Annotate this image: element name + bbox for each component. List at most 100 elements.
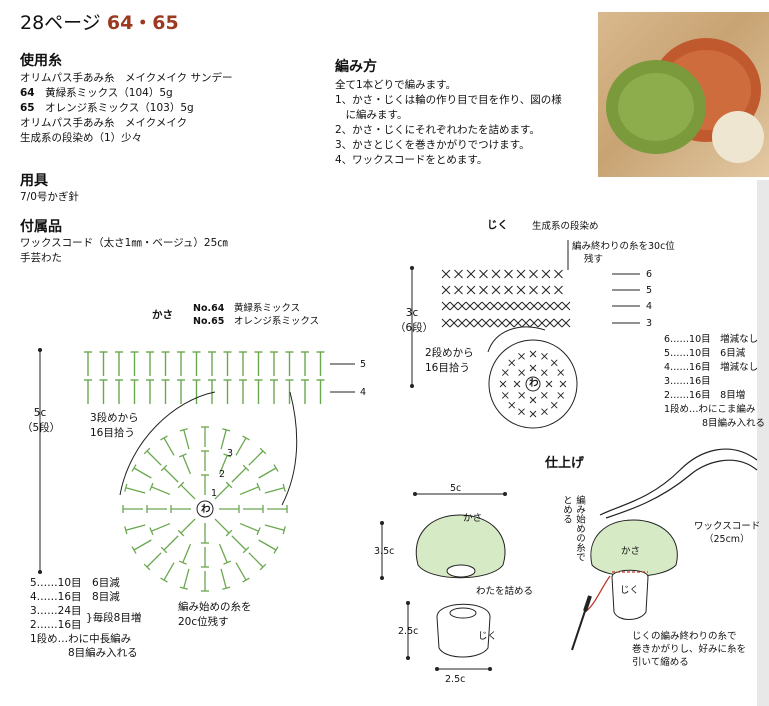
hdc-stitch	[192, 379, 201, 404]
kasa-table-row: 2……16目	[30, 619, 82, 631]
kasa-ring-label: わ	[201, 504, 211, 515]
hdc-stitch	[220, 568, 231, 590]
method-heading: 編み方	[335, 59, 377, 75]
method-line: 全て1本どりで編みます。	[335, 79, 457, 91]
hdc-stitch	[316, 379, 325, 404]
hdc-stitch	[231, 464, 250, 483]
hdc-stitch	[201, 571, 209, 592]
stem	[712, 111, 764, 163]
kasa-row-marker: 3	[227, 448, 234, 459]
finish-width-label: 5c	[450, 483, 462, 494]
method-line: 3、かさとじくを巻きかがりでつけます。	[335, 139, 530, 151]
kasa-row-marker: 4	[360, 387, 367, 398]
sc-stitch	[545, 318, 555, 328]
dim-dot	[488, 667, 492, 671]
dim-dot	[380, 576, 384, 580]
sc-stitch	[554, 269, 563, 279]
materials-line: オリムパス手あみ糸 メイクメイク	[20, 117, 188, 129]
sc-stitch	[465, 301, 475, 311]
side-note-line: 編み始めの糸で	[574, 495, 585, 562]
kasa-start-note: 編み始めの糸を 20c位残す	[178, 600, 252, 630]
jiku-row-table: 6……10目 増減なし 5……10目 6目減 4……16目 増減なし 3……16…	[664, 333, 765, 431]
sc-stitch	[501, 392, 509, 399]
hdc-stitch	[124, 483, 146, 494]
hdc-stitch	[149, 482, 171, 496]
hdc-stitch	[146, 505, 167, 513]
hdc-stitch	[254, 379, 263, 404]
finish-stem-shape	[436, 603, 491, 658]
sc-stitch	[559, 380, 567, 388]
sc-stitch	[489, 318, 499, 328]
sc-stitch	[537, 301, 547, 311]
sc-stitch	[557, 369, 565, 376]
sc-stitch	[454, 285, 463, 295]
side-note-line: とめる	[561, 495, 572, 524]
jiku-end-note: 編み終わりの糸を30c位 残す	[572, 240, 675, 266]
page-edge	[757, 180, 769, 706]
sc-stitch	[513, 301, 523, 311]
hdc-stitch	[201, 426, 209, 447]
hdc-stitch	[143, 447, 162, 466]
kasa-row-marker: 5	[360, 359, 367, 370]
kasa-row-marker: 1	[211, 488, 218, 499]
hdc-stitch	[130, 351, 139, 376]
accessories-list: ワックスコード（太さ1㎜・ベージュ）25㎝ 手芸わた	[20, 236, 228, 266]
tools-heading: 用具	[20, 173, 48, 189]
hdc-stitch	[301, 351, 309, 376]
tools-line: 7/0号かぎ針	[20, 191, 79, 203]
kasa-table-row: 4……16目 8目減	[30, 591, 120, 603]
sc-stitch	[521, 301, 531, 311]
hdc-stitch	[214, 481, 233, 500]
hdc-stitch	[235, 435, 250, 456]
sc-stitch	[505, 318, 515, 328]
sc-stitch	[516, 285, 526, 295]
hdc-stitch	[161, 379, 170, 404]
pickup-line: 3段めから	[90, 412, 139, 424]
hdc-stitch	[170, 505, 191, 513]
kasa-height-label: 5c （5段）	[22, 406, 61, 436]
jiku-height-label: 3c （6段）	[395, 306, 434, 336]
jiku-height: 3c	[405, 307, 419, 319]
finish-jiku-width-label: 2.5c	[445, 674, 466, 685]
hdc-stitch	[146, 379, 154, 404]
sc-stitch	[504, 269, 513, 279]
pickup-line: 16目拾う	[90, 427, 135, 439]
hdc-stitch	[177, 379, 185, 404]
jiku-pickup-note: 2段めから 16目拾う	[425, 346, 474, 376]
sc-stitch	[550, 359, 558, 367]
jiku-height-rows: （6段）	[395, 322, 434, 334]
sc-stitch	[557, 392, 565, 399]
jiku-row-marker: 3	[646, 318, 653, 329]
hdc-stitch	[264, 524, 286, 535]
sc-stitch	[561, 318, 571, 328]
cord-length: （25cm）	[704, 534, 750, 545]
finish-cap-height-label: 3.5c	[374, 546, 395, 557]
sc-stitch	[513, 318, 523, 328]
jiku-table-row: 5……10目 6目減	[664, 348, 746, 359]
sc-stitch	[479, 269, 488, 279]
kasa-color-text: 黄緑系ミックス	[233, 303, 301, 314]
sc-stitch	[449, 318, 459, 328]
finish-jiku-height-label: 2.5c	[398, 626, 419, 637]
hdc-stitch	[179, 568, 190, 590]
materials-line: オリムパス手あみ糸 メイクメイク サンデー	[20, 72, 233, 84]
wax-cord	[599, 448, 758, 516]
dim-dot	[410, 266, 414, 270]
start-note-line: 編み始めの糸を	[178, 601, 252, 613]
sc-stitch	[491, 269, 501, 279]
hdc-stitch	[201, 450, 209, 471]
sc-stitch	[479, 285, 488, 295]
sc-stitch	[505, 301, 515, 311]
sc-stitch	[553, 301, 563, 311]
kasa-height-rows: （5段）	[22, 422, 61, 434]
sc-stitch	[537, 318, 547, 328]
jiku-label: じく	[487, 219, 508, 231]
sc-stitch	[545, 301, 555, 311]
hdc-stitch	[208, 379, 216, 404]
hdc-stitch	[231, 535, 250, 554]
hdc-stitch	[178, 543, 192, 565]
jiku-color: 生成系の段染め	[532, 221, 599, 232]
kasa-row-marker: 2	[219, 469, 226, 480]
finish-cap-opening	[446, 564, 476, 578]
hdc-stitch	[218, 543, 232, 565]
